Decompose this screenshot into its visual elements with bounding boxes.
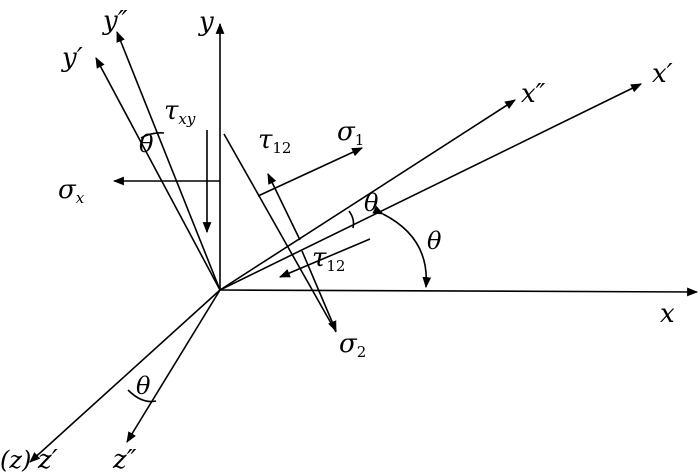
z-dprime-label: z″ — [112, 445, 137, 474]
theta-arc-y — [140, 132, 165, 139]
x-prime-axis — [219, 83, 642, 291]
y-prime-axis — [95, 57, 221, 291]
theta-arc-z — [127, 389, 157, 403]
tau-12-lower-arrow — [278, 238, 371, 278]
x-dprime-axis — [219, 99, 516, 291]
z-dprime-axis — [126, 289, 221, 443]
y-axis-label: y — [198, 7, 214, 37]
x-axis — [219, 287, 699, 297]
sigma-2-label: σ2 — [339, 329, 366, 361]
sigma-x-label: σx — [58, 175, 85, 207]
theta-arc-x — [372, 205, 432, 289]
tau-12-upper-arrow — [267, 173, 301, 241]
element-edge — [223, 133, 337, 333]
y-dprime-axis — [116, 30, 221, 291]
z-paren-label: (z) — [0, 446, 31, 474]
tau-12-upper-label: τ12 — [258, 125, 291, 157]
theta-label-x: θ — [427, 227, 442, 255]
x-dprime-label: x″ — [521, 79, 546, 109]
x-prime-label: x′ — [652, 59, 673, 89]
theta-label-xpp: θ — [364, 189, 379, 217]
sigma-2-arrow — [301, 250, 337, 333]
tau-xy-label: τxy — [164, 96, 196, 128]
theta-arc-xpp — [348, 210, 355, 229]
z-prime-label: z′ — [37, 445, 58, 474]
tau-12-lower-label: τ12 — [312, 243, 345, 275]
y-dprime-label: y″ — [102, 6, 128, 36]
y-prime-label: y′ — [61, 43, 83, 73]
theta-label-z: θ — [136, 372, 151, 400]
z-prime-axis — [29, 289, 221, 463]
theta-label-y: θ — [139, 130, 154, 158]
x-axis-label: x — [660, 299, 675, 329]
sigma-1-label: σ1 — [337, 117, 364, 149]
